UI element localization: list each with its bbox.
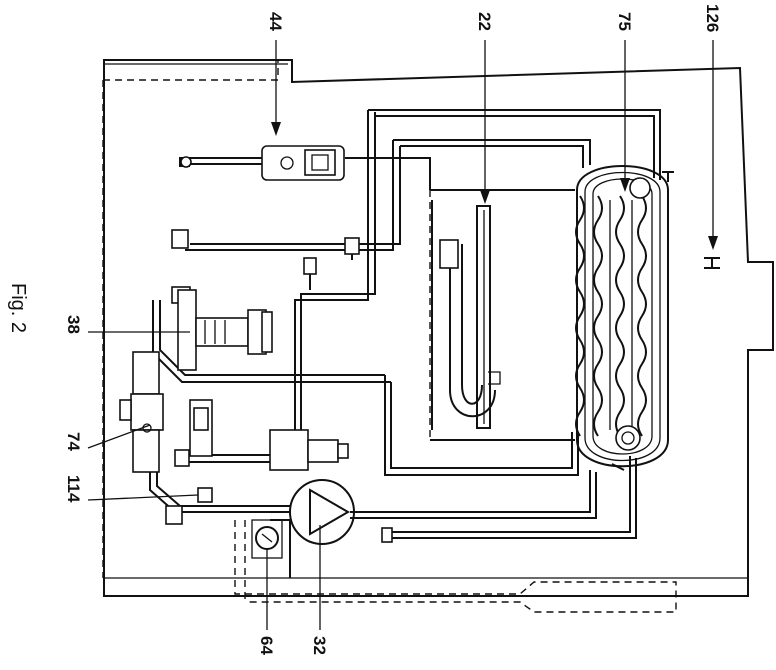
boiler-housing <box>102 59 774 597</box>
gas-valve-44 <box>179 145 345 181</box>
pipework <box>149 109 661 578</box>
figure-caption: Fig. 2 <box>7 283 29 333</box>
drain-dashed-outline <box>234 520 677 613</box>
heat-exchanger-75 <box>575 165 669 468</box>
label-44: 44 <box>266 12 285 31</box>
label-64: 64 <box>257 636 276 655</box>
fittings-right <box>611 171 720 471</box>
label-126: 126 <box>703 4 722 32</box>
label-114: 114 <box>64 475 83 503</box>
reference-labels: 44 22 75 126 38 74 114 64 32 <box>64 4 722 655</box>
pump-32 <box>289 479 355 545</box>
label-74: 74 <box>64 432 83 451</box>
label-22: 22 <box>475 12 494 31</box>
label-75: 75 <box>615 12 634 31</box>
valve-38 <box>177 289 273 371</box>
label-38: 38 <box>64 315 83 334</box>
figure-caption-text: Fig. 2 <box>7 283 29 333</box>
valve-assembly-74 <box>119 351 164 473</box>
burner-22 <box>429 189 575 441</box>
label-32: 32 <box>310 636 329 655</box>
flow-sensor <box>189 399 349 471</box>
leader-lines <box>87 40 718 630</box>
sensor-114 <box>165 487 213 525</box>
